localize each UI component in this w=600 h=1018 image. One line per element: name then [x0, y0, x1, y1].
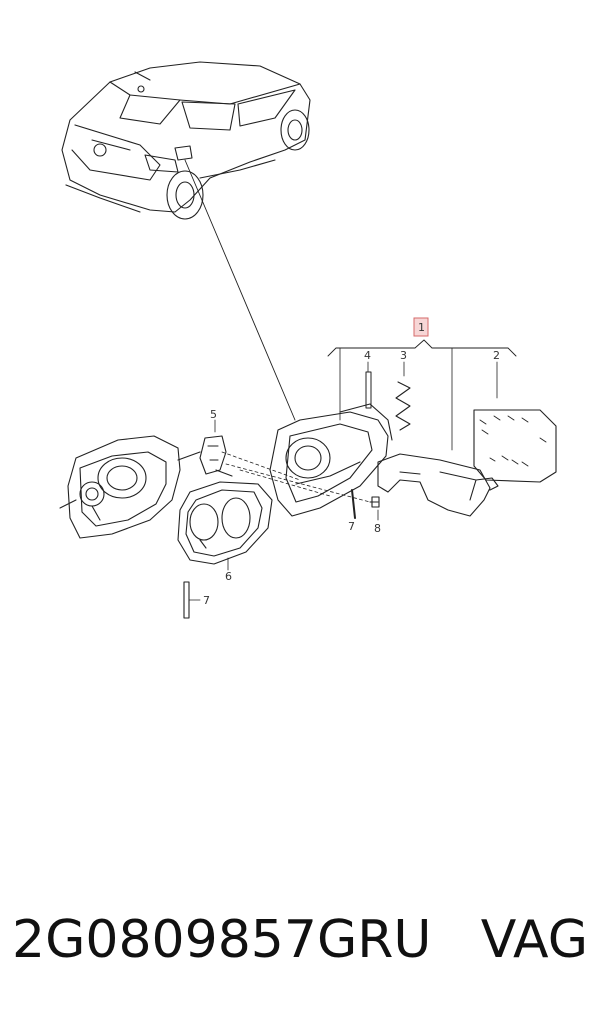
callout-8[interactable]: 8 [374, 522, 381, 535]
callout-2[interactable]: 2 [493, 349, 500, 362]
brand: VAG [480, 910, 588, 970]
callout-4[interactable]: 4 [364, 349, 371, 362]
callout-3[interactable]: 3 [400, 349, 407, 362]
footer: 2G0809857GRU VAG [12, 900, 588, 980]
callout-6[interactable]: 6 [225, 570, 232, 583]
callout-5[interactable]: 5 [210, 408, 217, 421]
callout-1[interactable]: 1 [418, 321, 425, 334]
callout-1-box[interactable] [413, 317, 429, 337]
part-number: 2G0809857GRU [12, 910, 432, 970]
parts-diagram: 1 2 3 4 5 6 7 7 8 [59, 61, 557, 619]
callout-7-upper[interactable]: 7 [348, 520, 355, 533]
car-illustration [61, 61, 311, 220]
callout-7-lower[interactable]: 7 [203, 594, 210, 607]
